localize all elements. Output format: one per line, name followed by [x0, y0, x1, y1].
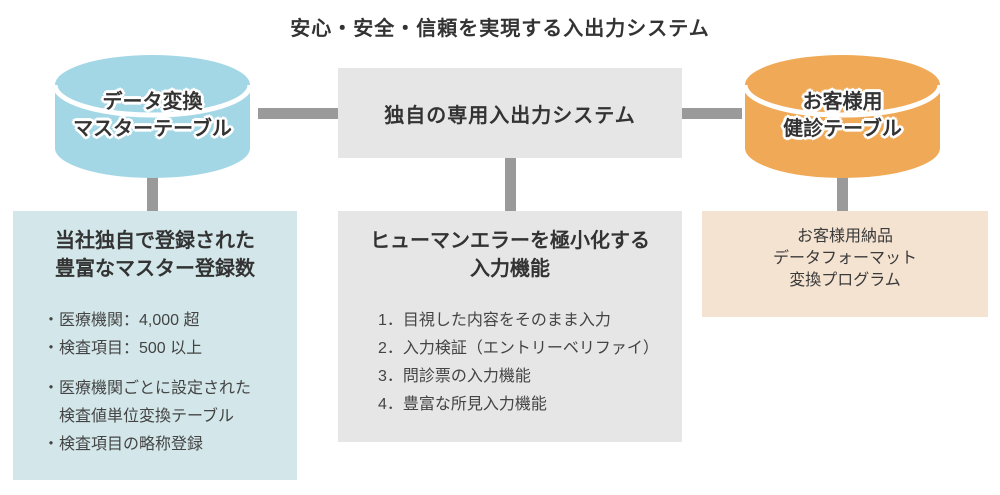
connector-center-vertical — [505, 158, 516, 211]
customer-table-cylinder-label: お客様用 健診テーブル — [725, 89, 960, 143]
list-item: 4．豊富な所見入力機能 — [378, 396, 547, 413]
master-table-cylinder-label: データ変換 マスターテーブル — [35, 89, 270, 143]
panel-heading: ヒューマンエラーを極小化する 入力機能 — [338, 227, 682, 283]
system-box-label: 独自の専用入出力システム — [384, 104, 636, 127]
connector-right-horizontal — [682, 108, 742, 119]
list-item: ・検査項目：500 以上 — [43, 340, 203, 357]
panel-text-line2: データフォーマット — [772, 250, 917, 267]
cylinder-label-line2: 健診テーブル — [783, 118, 902, 140]
panel-text-line3: 変換プログラム — [789, 272, 901, 289]
panel-text-line1: お客様用納品 — [796, 228, 893, 245]
list-item: 2．入力検証（エントリーベリファイ） — [378, 340, 659, 357]
cylinder-label-line2: マスターテーブル — [73, 118, 232, 140]
panel-text: お客様用納品 データフォーマット 変換プログラム — [702, 226, 988, 292]
connector-left-horizontal — [258, 108, 338, 119]
panel-heading-line2: 入力機能 — [470, 258, 550, 280]
numbered-list: 1．目視した内容をそのまま入力 2．入力検証（エントリーベリファイ） 3．問診票… — [338, 307, 682, 419]
list-item-continuation: 検査値単位変換テーブル — [59, 408, 235, 425]
master-registration-panel: 当社独自で登録された 豊富なマスター登録数 ・医療機関：4,000 超 ・検査項… — [13, 211, 297, 480]
database-cylinder-icon — [55, 55, 250, 178]
connector-right-vertical — [837, 174, 848, 211]
cylinder-label-line1: お客様用 — [802, 91, 883, 113]
panel-heading: 当社独自で登録された 豊富なマスター登録数 — [13, 227, 297, 283]
list-item: 3．問診票の入力機能 — [378, 368, 531, 385]
master-table-cylinder: データ変換 マスターテーブル — [55, 55, 250, 178]
panel-heading-line1: 当社独自で登録された — [55, 230, 255, 252]
diagram-title: 安心・安全・信頼を実現する入出力システム — [290, 18, 710, 40]
list-item: ・医療機関ごとに設定された — [43, 380, 252, 397]
panel-heading-line2: 豊富なマスター登録数 — [55, 258, 255, 280]
input-functions-panel: ヒューマンエラーを極小化する 入力機能 1．目視した内容をそのまま入力 2．入力… — [338, 211, 682, 442]
panel-heading-line1: ヒューマンエラーを極小化する — [370, 230, 650, 252]
list-item: 1．目視した内容をそのまま入力 — [378, 312, 611, 329]
list-item: ・医療機関：4,000 超 — [43, 312, 200, 329]
cylinder-label-line1: データ変換 — [102, 91, 203, 113]
database-cylinder-icon — [745, 55, 940, 178]
customer-table-cylinder: お客様用 健診テーブル — [745, 55, 940, 178]
connector-left-vertical — [147, 174, 158, 211]
bullet-list: ・医療機関：4,000 超 ・検査項目：500 以上 ・医療機関ごとに設定された… — [13, 307, 297, 459]
delivery-format-panel: お客様用納品 データフォーマット 変換プログラム — [702, 211, 988, 317]
list-item: ・検査項目の略称登録 — [43, 436, 204, 453]
system-box: 独自の専用入出力システム — [338, 68, 682, 158]
